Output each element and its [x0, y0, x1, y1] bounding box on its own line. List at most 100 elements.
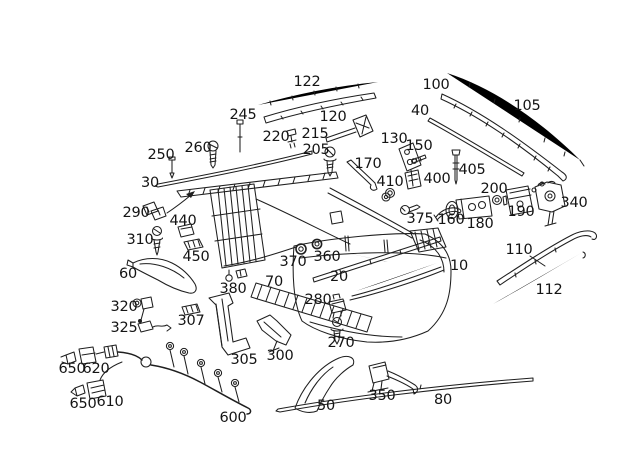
part-290-clip	[142, 191, 195, 221]
part-122-trim-strip	[258, 82, 378, 106]
part-label-450: 450	[182, 249, 209, 265]
part-205-screw	[323, 146, 337, 177]
part-80-strip	[275, 377, 534, 413]
part-label-160: 160	[437, 212, 464, 228]
part-label-100: 100	[422, 77, 449, 93]
part-label-50: 50	[317, 398, 335, 414]
part-20-impact-strip	[312, 236, 442, 283]
part-label-410: 410	[376, 174, 403, 190]
part-label-620: 620	[82, 361, 109, 377]
part-130-plate	[398, 142, 422, 172]
part-180-sensor	[445, 195, 493, 220]
part-215-rail	[325, 114, 374, 143]
part-label-440: 440	[169, 213, 196, 229]
part-150-screw	[406, 154, 427, 166]
part-600-harness	[60, 341, 252, 415]
part-105-trim-strip	[447, 73, 585, 167]
part-label-20: 20	[330, 269, 348, 285]
part-label-10: 10	[450, 258, 468, 274]
part-label-215: 215	[301, 126, 328, 142]
part-160-bracket	[433, 207, 462, 222]
part-307-clip	[181, 303, 201, 316]
part-360-nut	[311, 238, 323, 250]
part-220-clip	[286, 128, 297, 149]
part-label-310: 310	[126, 232, 153, 248]
part-30-seal-strip	[154, 150, 313, 188]
part-label-370: 370	[279, 254, 306, 270]
part-325-clip	[137, 320, 172, 333]
part-405-pin	[451, 149, 461, 185]
part-label-340: 340	[560, 195, 587, 211]
part-40-strip	[427, 117, 525, 177]
part-label-400: 400	[423, 171, 450, 187]
part-label-650: 650	[58, 361, 85, 377]
part-label-610: 610	[96, 394, 123, 410]
part-260-bolt	[207, 140, 219, 169]
part-320-holder	[132, 296, 154, 323]
part-50-shield	[294, 355, 355, 413]
part-350-bracket	[367, 361, 419, 395]
part-label-112: 112	[535, 282, 562, 298]
part-label-220: 220	[262, 129, 289, 145]
part-label-150: 150	[405, 138, 432, 154]
part-label-290: 290	[122, 205, 149, 221]
part-label-280: 280	[304, 292, 331, 308]
part-300-bracket	[256, 314, 292, 353]
part-60-bracket	[126, 257, 197, 294]
part-170-bracket	[346, 159, 378, 191]
part-110-trim-strip	[496, 230, 597, 286]
part-label-170: 170	[354, 156, 381, 172]
part-label-60: 60	[119, 266, 137, 282]
part-375-bulb	[399, 204, 421, 216]
part-label-245: 245	[229, 107, 256, 123]
part-label-80: 80	[434, 392, 452, 408]
part-label-190: 190	[507, 204, 534, 220]
part-label-380: 380	[219, 281, 246, 297]
part-440-clip	[177, 223, 195, 238]
part-200-grommet	[491, 194, 503, 206]
part-450-clip	[183, 238, 204, 251]
part-250-pin	[168, 156, 176, 179]
part-label-130: 130	[380, 131, 407, 147]
part-label-205: 205	[302, 142, 329, 158]
part-label-350: 350	[368, 388, 395, 404]
part-label-320: 320	[110, 299, 137, 315]
part-112-trim-strip	[493, 251, 586, 304]
part-label-260: 260	[184, 140, 211, 156]
part-label-120: 120	[319, 109, 346, 125]
part-label-360: 360	[313, 249, 340, 265]
part-label-305: 305	[230, 352, 257, 368]
part-label-105: 105	[513, 98, 540, 114]
part-label-70: 70	[265, 274, 283, 290]
part-label-30: 30	[141, 175, 159, 191]
part-370-grommet	[295, 243, 307, 255]
part-label-600: 600	[219, 410, 246, 426]
part-label-307: 307	[177, 313, 204, 329]
part-305-bracket	[208, 292, 251, 356]
part-340-housing	[531, 180, 566, 227]
part-label-375: 375	[406, 211, 433, 227]
part-label-650: 650	[69, 396, 96, 412]
part-label-250: 250	[147, 147, 174, 163]
part-label-180: 180	[466, 216, 493, 232]
part-label-300: 300	[266, 348, 293, 364]
part-190-socket	[502, 185, 534, 216]
part-label-270: 270	[327, 335, 354, 351]
part-380-clips	[225, 268, 248, 282]
part-400-clip	[404, 169, 422, 190]
part-label-325: 325	[110, 320, 137, 336]
part-label-122: 122	[293, 74, 320, 90]
part-label-110: 110	[505, 242, 532, 258]
part-245-pin	[236, 119, 244, 153]
part-270-screw	[330, 316, 344, 345]
part-100-trim-strip	[440, 93, 567, 182]
part-280-clip	[328, 293, 347, 319]
part-10-bumper-cover	[176, 171, 452, 343]
part-120-trim-strip	[263, 92, 377, 124]
part-410-nut	[384, 187, 396, 199]
part-label-40: 40	[411, 103, 429, 119]
part-label-405: 405	[458, 162, 485, 178]
